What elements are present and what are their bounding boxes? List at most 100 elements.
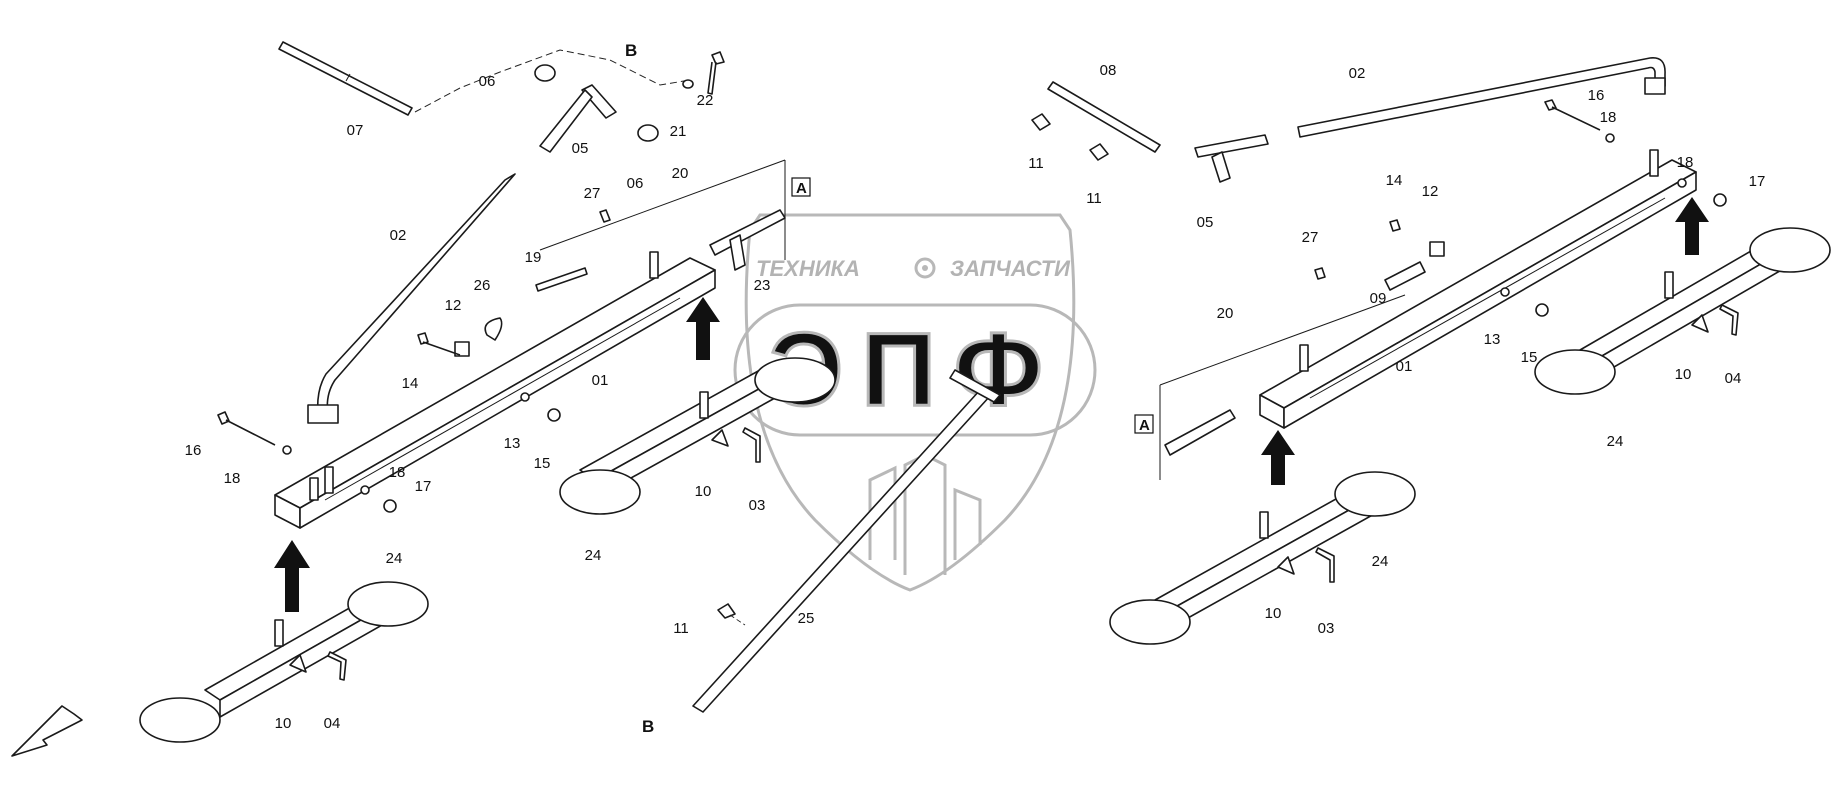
up-arrow-icon [1261, 430, 1295, 485]
clamp-a-right [1164, 409, 1236, 456]
callout-17: 17 [1749, 173, 1766, 190]
callout-02: 02 [1349, 65, 1366, 82]
callout-03: 03 [749, 497, 766, 514]
clip-10-right-bottom [1277, 556, 1295, 575]
clip-11-right-a [1031, 113, 1051, 131]
center-assembly [559, 357, 1001, 713]
callout-16: 16 [185, 442, 202, 459]
skid-24-left-pad-a [139, 697, 221, 743]
up-arrow-icon [686, 297, 720, 360]
callout-18: 18 [389, 464, 406, 481]
callout-21: 21 [670, 123, 687, 140]
beam-01-right [1259, 159, 1697, 409]
skid-24-rt-pad-b [1749, 227, 1831, 273]
callout-25: 25 [798, 610, 815, 627]
skid-24-center-pad-a [559, 469, 641, 515]
callout-23: 23 [754, 277, 771, 294]
pin-03-right [1315, 547, 1335, 583]
callout-12: 12 [445, 297, 462, 314]
callout-02: 02 [390, 227, 407, 244]
clip-11-right-b [1089, 143, 1109, 161]
left-assembly [11, 41, 786, 757]
callout-11: 11 [1086, 190, 1102, 207]
callout-04: 04 [1725, 370, 1742, 387]
callout-15: 15 [534, 455, 551, 472]
callout-05: 05 [572, 140, 589, 157]
nut-17 [383, 499, 397, 513]
callout-19: 19 [525, 249, 542, 266]
nut-17-right [1713, 193, 1727, 207]
bolt-27 [599, 209, 611, 223]
washer-18b [360, 485, 370, 495]
pin-04-left [327, 651, 347, 681]
callout-07: 07 [347, 122, 364, 139]
skid-24-rb-pad-a [1109, 599, 1191, 645]
washer-18 [282, 445, 292, 455]
pin-03-center [742, 427, 761, 463]
beam-01 [274, 257, 716, 509]
skid-24-left-pad-b [347, 581, 429, 627]
callout-05: 05 [1197, 214, 1214, 231]
gear-icon [914, 257, 936, 279]
callout-08: 08 [1100, 62, 1117, 79]
bolt-22 [707, 51, 725, 95]
skid-24-center-pad-b [754, 357, 836, 403]
washer-18-right [1605, 133, 1615, 143]
callout-11: 11 [673, 620, 689, 637]
callout-10: 10 [695, 483, 712, 500]
callout-03: 03 [1318, 620, 1335, 637]
pin-19 [535, 267, 588, 292]
watermark-right-word: ЗАПЧАСТИ [950, 256, 1071, 281]
nut-15-right [1535, 303, 1549, 317]
callout-27: 27 [584, 185, 601, 202]
marker-b-bottom: B [642, 717, 654, 736]
callout-10: 10 [1675, 366, 1692, 383]
callout-18: 18 [1677, 154, 1694, 171]
callout-20: 20 [672, 165, 689, 182]
clip-10-left [289, 654, 307, 673]
callout-10: 10 [275, 715, 292, 732]
clamp-23 [709, 209, 786, 256]
callout-18: 18 [224, 470, 241, 487]
callout-01: 01 [592, 372, 609, 389]
cap-06b [637, 124, 659, 142]
callout-22: 22 [697, 92, 714, 109]
callout-24: 24 [1372, 553, 1389, 570]
leader-20 [539, 159, 786, 251]
callout-27: 27 [1302, 229, 1319, 246]
callout-18: 18 [1600, 109, 1617, 126]
callout-10: 10 [1265, 605, 1282, 622]
callout-17: 17 [415, 478, 432, 495]
washer-21 [682, 79, 694, 89]
clip-11-center [717, 603, 736, 619]
callout-06: 06 [627, 175, 644, 192]
washer-13-right [1500, 287, 1510, 297]
bolt-14-right [1389, 219, 1401, 232]
callout-13: 13 [504, 435, 521, 452]
skid-24-rb-pad-b [1334, 471, 1416, 517]
callout-11: 11 [1028, 155, 1044, 172]
bar-02-foot [307, 404, 339, 424]
plate-12-right [1429, 241, 1445, 257]
rod-08 [1047, 81, 1161, 153]
marker-a-left: A [796, 180, 807, 197]
beam-01-tab-b [324, 466, 334, 494]
callout-14: 14 [402, 375, 419, 392]
spring-09 [1384, 261, 1426, 291]
callout-04: 04 [324, 715, 341, 732]
cap-06a [534, 64, 556, 82]
right-assembly [1031, 57, 1831, 645]
bolt-27-right [1314, 267, 1326, 280]
marker-b-top: B [625, 41, 637, 60]
t-handle-05-right [1194, 134, 1269, 158]
washer-18b-right [1677, 178, 1687, 188]
callout-16: 16 [1588, 87, 1605, 104]
up-arrow-icon [1675, 197, 1709, 255]
plate-12 [454, 341, 470, 357]
callout-06: 06 [479, 73, 496, 90]
